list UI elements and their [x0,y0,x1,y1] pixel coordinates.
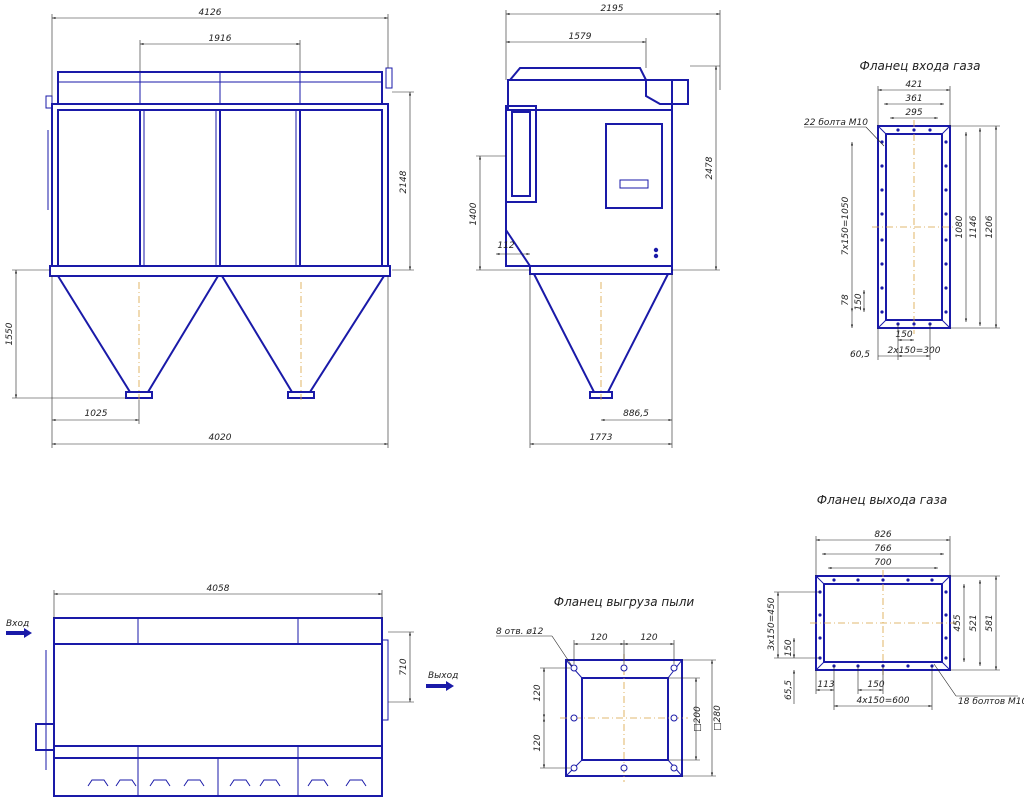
plan-view: 4058 710 Вход Выход [6,584,458,797]
dim-dust-120a: 120 [590,633,607,643]
dim-inlet-w2: 361 [905,94,922,104]
dim-outlet-150v: 150 [784,639,794,656]
dim-inlet-h1: 1080 [955,215,965,238]
dim-dust-200: □200 [693,706,703,732]
dim-outlet-h2: 521 [969,614,979,631]
dim-inlet-78: 78 [841,294,851,306]
dim-dust-120b: 120 [640,633,657,643]
dust-holes-note: 8 отв. ø12 [496,627,544,637]
inlet-bolts-note: 22 болта М10 [804,118,868,128]
dim-front-middle: 1916 [209,34,232,44]
dim-outlet-113: 113 [817,680,834,690]
dim-inlet-w1: 421 [905,80,922,90]
label-in: Вход [6,619,29,629]
dim-front-width-top: 4126 [199,8,222,18]
dim-front-hopper-height: 1550 [5,322,15,345]
dim-side-inlet-offset: 112 [497,241,514,251]
dim-outlet-655: 65,5 [784,680,794,700]
outlet-flange-bolts [818,578,948,668]
dim-inlet-h2: 1146 [969,215,979,238]
dim-side-height: 2478 [705,156,715,179]
dim-inlet-w3: 295 [905,108,922,118]
dim-inlet-150h: 150 [895,330,912,340]
dim-side-total-width: 2195 [601,4,624,14]
dim-outlet-h3: 581 [985,614,995,631]
dim-outlet-pitch-v: 3х150=450 [767,597,777,650]
inlet-flange: Фланец входа газа 421 361 295 [804,59,1000,360]
dim-dust-280: □280 [713,705,723,731]
dim-outlet-w1: 826 [874,530,891,540]
dim-side-hopper-offset: 886,5 [623,409,649,419]
dust-flange: Фланец выгруза пыли 8 отв. ø12 120 120 1… [496,595,723,782]
dust-flange-title: Фланец выгруза пыли [554,595,695,609]
outlet-bolts-note: 18 болтов М10 [958,697,1024,707]
dim-front-width-bottom: 4020 [209,433,232,443]
dim-front-hopper-half: 1025 [85,409,108,419]
dim-dust-120c: 120 [533,684,543,701]
label-out: Выход [428,671,458,681]
dim-side-inlet-height: 1400 [469,202,479,225]
dim-outlet-h1: 455 [953,614,963,631]
outlet-flange: Фланец выхода газа 826 766 700 3 [767,493,1024,710]
dim-inlet-150v: 150 [854,293,864,310]
front-view: 4126 1916 2148 1550 1025 4020 [5,8,414,448]
dim-inlet-edge: 60,5 [850,350,870,360]
dim-front-body-height: 2148 [399,170,409,193]
side-view: 2195 1579 2478 1400 112 886,5 1773 [469,4,721,448]
dim-inlet-pitch-h: 2х150=300 [888,346,941,356]
inlet-flange-bolts [880,128,948,326]
dim-plan-length: 4058 [207,584,230,594]
inlet-flange-title: Фланец входа газа [860,59,981,73]
dim-outlet-150h: 150 [867,680,884,690]
dim-outlet-pitch-h: 4х150=600 [857,696,910,706]
outlet-flange-title: Фланец выхода газа [817,493,947,507]
dim-inlet-pitch-v: 7х150=1050 [841,196,851,255]
dim-inlet-h3: 1206 [985,215,995,238]
dim-outlet-w3: 700 [874,558,891,568]
dim-dust-120d: 120 [533,734,543,751]
dim-outlet-w2: 766 [874,544,891,554]
outlet-arrow-icon [426,681,454,691]
dim-plan-outlet: 710 [399,658,409,675]
dim-side-bottom-width: 1773 [590,433,613,443]
dim-side-upper: 1579 [569,32,592,42]
dust-flange-holes [570,664,678,772]
inlet-arrow-icon [6,628,32,638]
